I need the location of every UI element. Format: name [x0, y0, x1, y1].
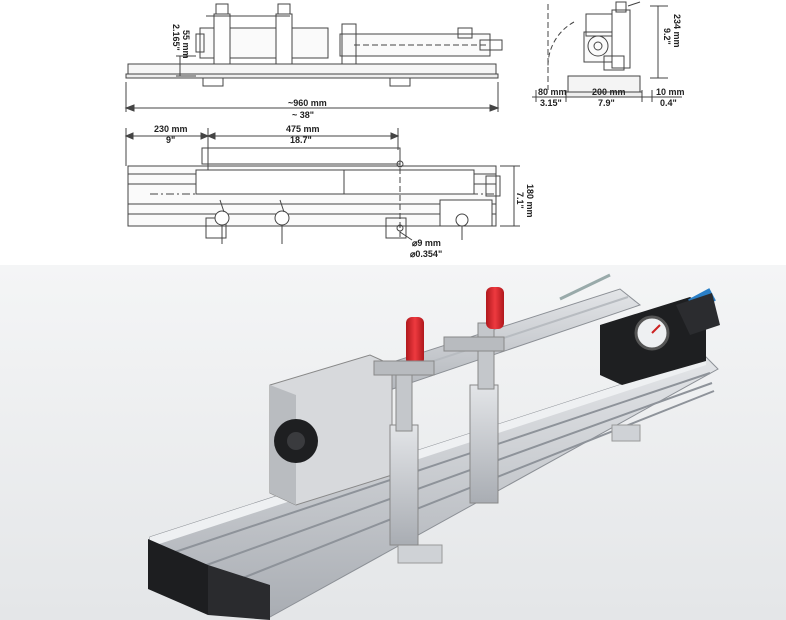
product-photo: [0, 265, 786, 620]
drawing-svg: 55 mm 2.165" ~960 mm ~ 38" 234 mm 9.2" 8…: [124, 1, 685, 259]
side-view: [532, 1, 682, 102]
side-right-label: 10 mm: [656, 87, 685, 97]
front-height-label: 55 mm: [181, 30, 191, 59]
toggle-clamp-right: [443, 287, 505, 504]
front-height-label-in: 2.165": [171, 24, 181, 51]
side-left-label-in: 3.15": [540, 98, 562, 108]
side-height-label: 234 mm: [672, 14, 682, 48]
side-left-label: 80 mm: [538, 87, 567, 97]
side-height-label-in: 9.2": [662, 28, 672, 45]
top-span-label: 475 mm: [286, 124, 320, 134]
top-offset-label: 230 mm: [154, 124, 188, 134]
side-right-label-in: 0.4": [660, 98, 677, 108]
top-offset-label-in: 9": [166, 135, 175, 145]
top-width-label: 180 mm: [525, 184, 535, 218]
top-view: [124, 128, 520, 244]
side-center-label: 200 mm: [592, 87, 626, 97]
top-width-label-in: 7.1": [515, 192, 525, 209]
front-length-label-in: ~ 38": [292, 110, 314, 120]
technical-drawing: 55 mm 2.165" ~960 mm ~ 38" 234 mm 9.2" 8…: [0, 0, 786, 265]
top-hole-label-in: ⌀0.354": [410, 249, 442, 259]
left-housing-block: [269, 354, 393, 506]
front-length-label: ~960 mm: [288, 98, 327, 108]
product-illustration: [0, 265, 786, 620]
side-center-label-in: 7.9": [598, 98, 615, 108]
top-span-label-in: 18.7": [290, 135, 312, 145]
toggle-clamp-left: [373, 317, 435, 546]
front-view: [124, 3, 503, 112]
control-panel: [600, 288, 720, 385]
top-hole-label: ⌀9 mm: [412, 238, 441, 248]
